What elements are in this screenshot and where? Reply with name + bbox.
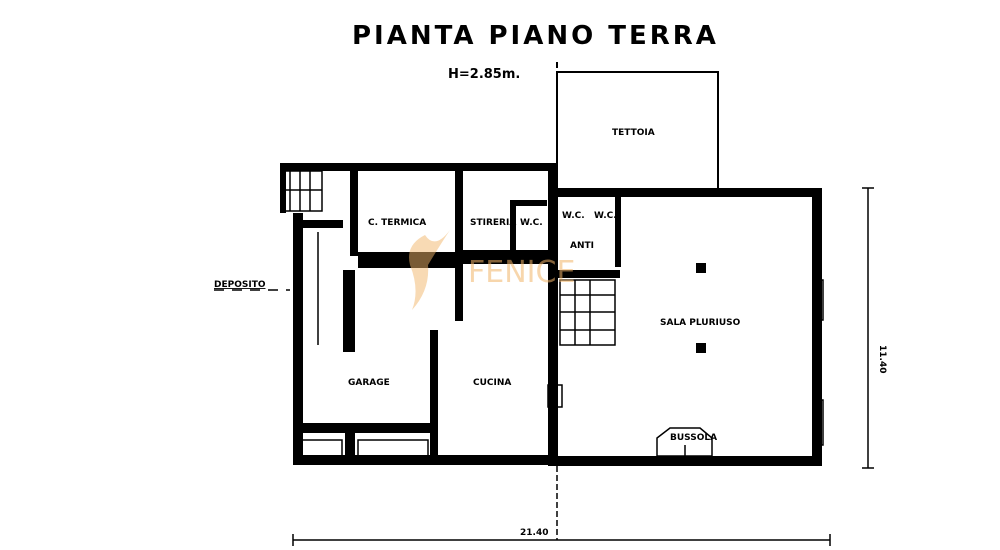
room-label-wc-2: W.C. [562, 211, 585, 221]
room-label-centrale-termica: C. TERMICA [368, 218, 426, 228]
room-label-bussola: BUSSOLA [670, 433, 717, 443]
room-label-wc-1: W.C. [520, 218, 543, 228]
room-label-cucina: CUCINA [473, 378, 511, 388]
room-label-stireria: STIRERIA [470, 218, 516, 228]
depth-dimension: 11.40 [877, 345, 887, 373]
room-label-tettoia: TETTOIA [612, 128, 655, 138]
walls [280, 163, 822, 466]
room-label-deposito: DEPOSITO [214, 280, 266, 290]
fenice-watermark-logo [409, 230, 450, 310]
dimension-lines [214, 187, 874, 546]
details [281, 170, 824, 540]
room-label-sala-pluriuso: SALA PLURIUSO [660, 318, 741, 328]
room-label-wc-3: W.C. [594, 211, 617, 221]
room-label-garage: GARAGE [348, 378, 390, 388]
watermark-text: FENICE [468, 255, 575, 290]
height-note: H=2.85m. [448, 67, 520, 82]
plan-title: PIANTA PIANO TERRA [352, 21, 719, 51]
tettoia-outline [556, 62, 719, 190]
width-dimension: 21.40 [520, 528, 548, 538]
room-label-anti: ANTI [570, 241, 594, 251]
